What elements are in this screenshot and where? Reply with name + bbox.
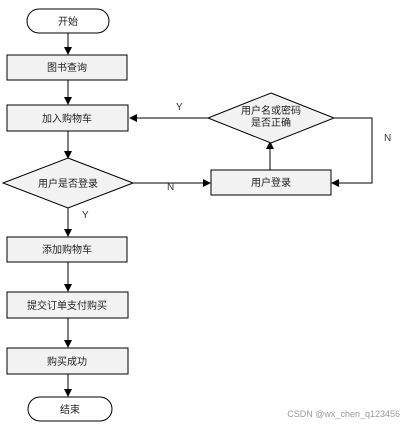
start-terminal [26,8,110,34]
credentials-yes-label: Y [176,102,183,113]
connector-credentials-no [331,117,373,187]
login-check-diamond [1,157,135,209]
add-to-cart-box [6,104,129,132]
csdn-watermark: CSDN @wx_chen_q123456 [287,409,400,419]
credentials-check-label-line2: 是否正确 [251,116,291,129]
book-search-box [6,54,128,81]
credentials-check-diamond [206,92,336,144]
login-no-label: N [167,182,174,193]
login-check-label: 用户是否登录 [38,177,98,190]
add-to-cart-label: 加入购物车 [42,112,92,125]
purchase-success-label: 购买成功 [47,355,87,368]
submit-pay-box [6,291,129,319]
book-search-label: 图书查询 [47,61,87,74]
add-cart-box [6,236,128,263]
purchase-success-box [6,347,129,375]
user-login-label: 用户登录 [251,176,291,189]
credentials-no-label: N [384,133,391,144]
login-yes-label: Y [82,210,89,221]
end-label: 结束 [60,403,80,416]
start-label: 开始 [58,15,78,28]
submit-pay-label: 提交订单支付购买 [27,299,107,312]
end-terminal [27,396,113,422]
user-login-box [210,169,332,196]
credentials-check-label-line1: 用户名或密码 [241,104,301,117]
add-cart-label: 添加购物车 [42,243,92,256]
